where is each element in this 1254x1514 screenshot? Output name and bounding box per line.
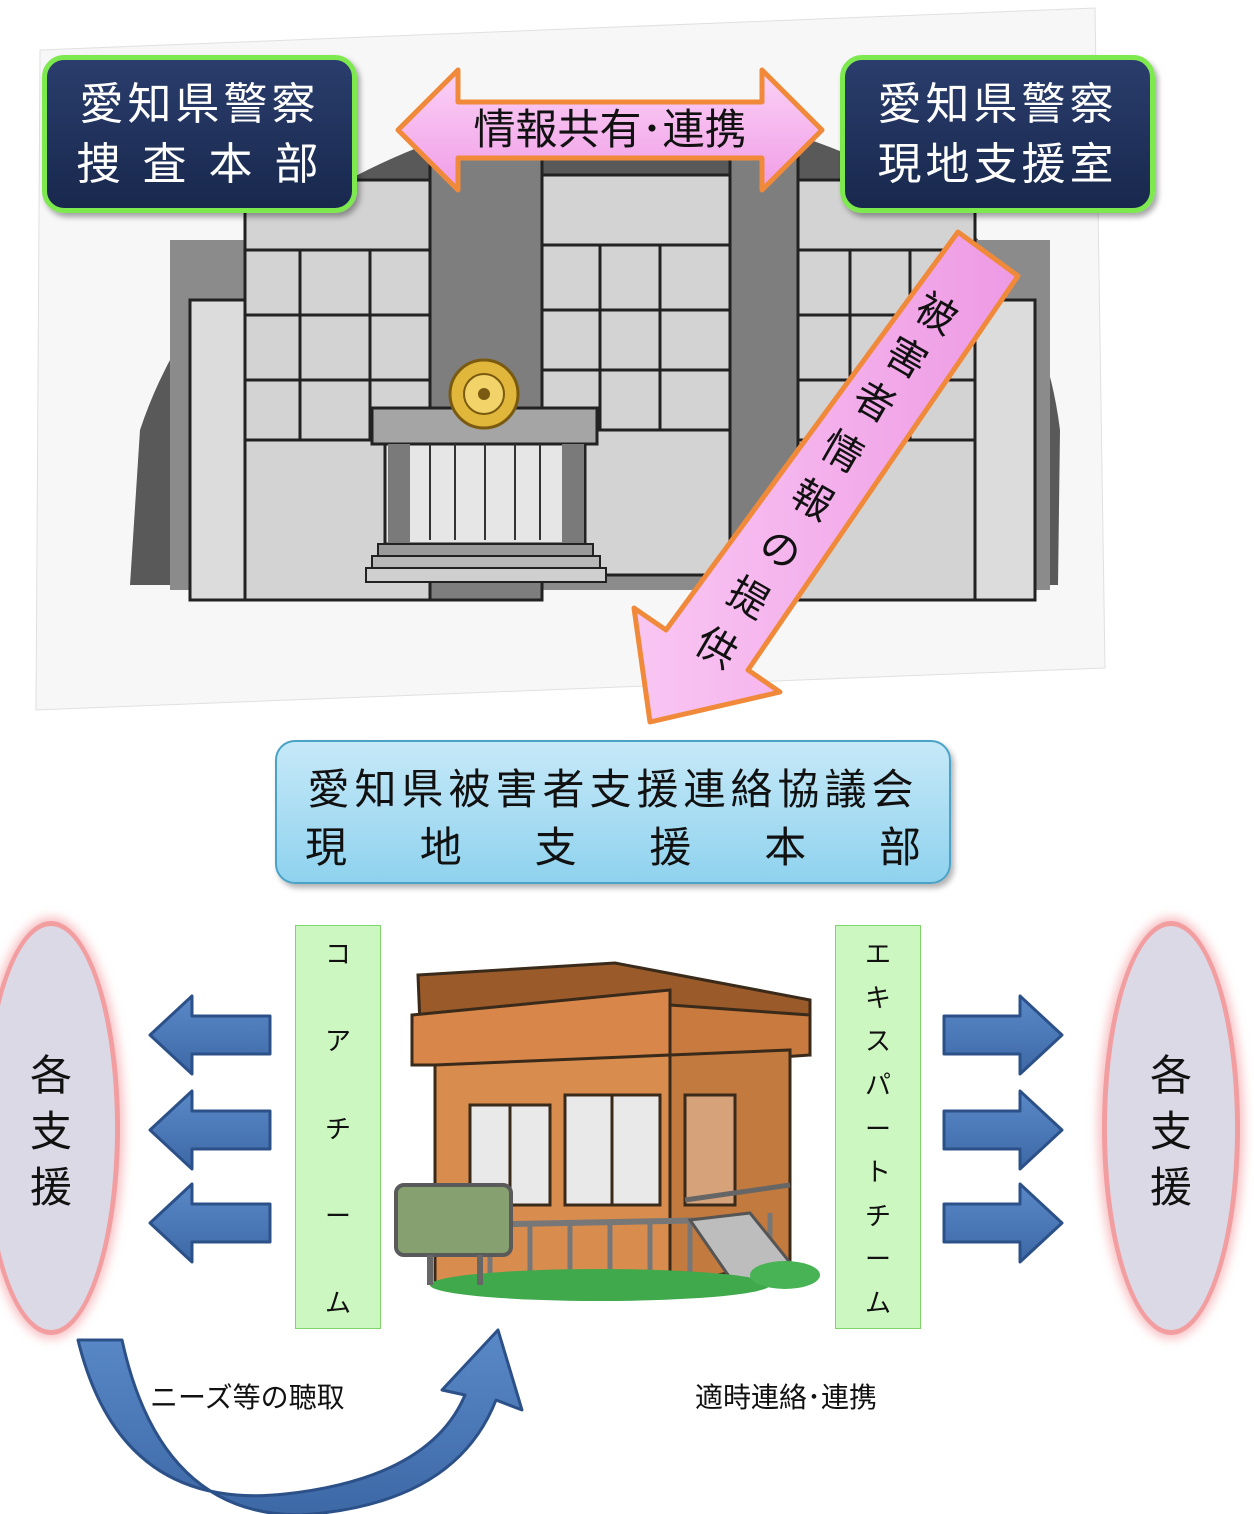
core-team-char: ー	[324, 1201, 351, 1232]
support-ellipse-left: 各 支 援	[0, 921, 120, 1335]
arrow-left	[148, 1182, 272, 1264]
core-team-char: チ	[324, 1114, 351, 1145]
curved-return-arrow	[76, 1328, 524, 1514]
support-right-char: 援	[1149, 1163, 1192, 1212]
council-line2-char: 部	[878, 823, 921, 872]
core-team-char: コ	[324, 940, 351, 970]
police-hq-line1: 愛知県警察	[79, 79, 320, 130]
council-local-hq: 現 地 支 援 本 部	[305, 814, 921, 872]
info-sharing-label: 情報共有･連携	[473, 105, 747, 154]
arrow-right	[942, 1182, 1064, 1264]
council-line2-char: 現	[305, 823, 348, 872]
council-line2-char: 地	[419, 823, 462, 872]
local-support-office-line1: 愛知県警察	[877, 79, 1118, 130]
expert-team-char: ス	[864, 1027, 891, 1058]
expert-team-char: ー	[864, 1245, 891, 1276]
timely-contact-caption: 適時連絡･連携	[695, 1381, 878, 1414]
arrow-left	[148, 1089, 272, 1171]
police-building-illustration	[35, 7, 1106, 711]
expert-team-box: エ キ ス パ ー ト チ ー ム	[835, 925, 921, 1329]
expert-team-char: エ	[864, 940, 891, 970]
support-left-char: 援	[29, 1163, 72, 1212]
victim-info-diagonal-arrow	[631, 229, 1021, 725]
expert-team-char: ー	[864, 1114, 891, 1145]
expert-team-char: チ	[864, 1201, 891, 1232]
support-left-char: 支	[29, 1107, 72, 1156]
local-support-office-box: 愛知県警察 現地支援室	[840, 55, 1155, 213]
support-right-char: 支	[1149, 1107, 1192, 1156]
arrow-right	[942, 1089, 1064, 1171]
expert-team-char: ト	[864, 1158, 891, 1189]
council-name: 愛知県被害者支援連絡協議会	[307, 765, 919, 814]
support-ellipse-right: 各 支 援	[1102, 921, 1240, 1335]
council-line2-char: 援	[649, 823, 692, 872]
support-center-building-illustration	[394, 961, 820, 1301]
local-support-office-line2: 現地支援室	[877, 139, 1118, 190]
expert-team-char: キ	[864, 983, 891, 1014]
core-team-char: ア	[324, 1027, 351, 1058]
arrow-right	[942, 994, 1064, 1076]
support-left-char: 各	[29, 1051, 72, 1100]
expert-team-char: ム	[864, 1289, 891, 1319]
police-hq-box: 愛知県警察 捜 査 本 部	[42, 55, 357, 213]
support-right-char: 各	[1149, 1051, 1192, 1100]
core-team-box: コ ア チ ー ム	[295, 925, 381, 1329]
info-sharing-double-arrow	[395, 67, 825, 193]
council-line2-char: 本	[764, 823, 807, 872]
police-hq-line2: 捜 査 本 部	[76, 139, 323, 190]
council-line2-char: 支	[534, 823, 577, 872]
needs-hearing-caption: ニーズ等の聴取	[150, 1381, 345, 1414]
core-team-char: ム	[324, 1289, 351, 1319]
council-support-hq-box: 愛知県被害者支援連絡協議会 現 地 支 援 本 部	[275, 740, 951, 884]
arrow-left	[148, 994, 272, 1076]
expert-team-char: パ	[864, 1070, 891, 1101]
